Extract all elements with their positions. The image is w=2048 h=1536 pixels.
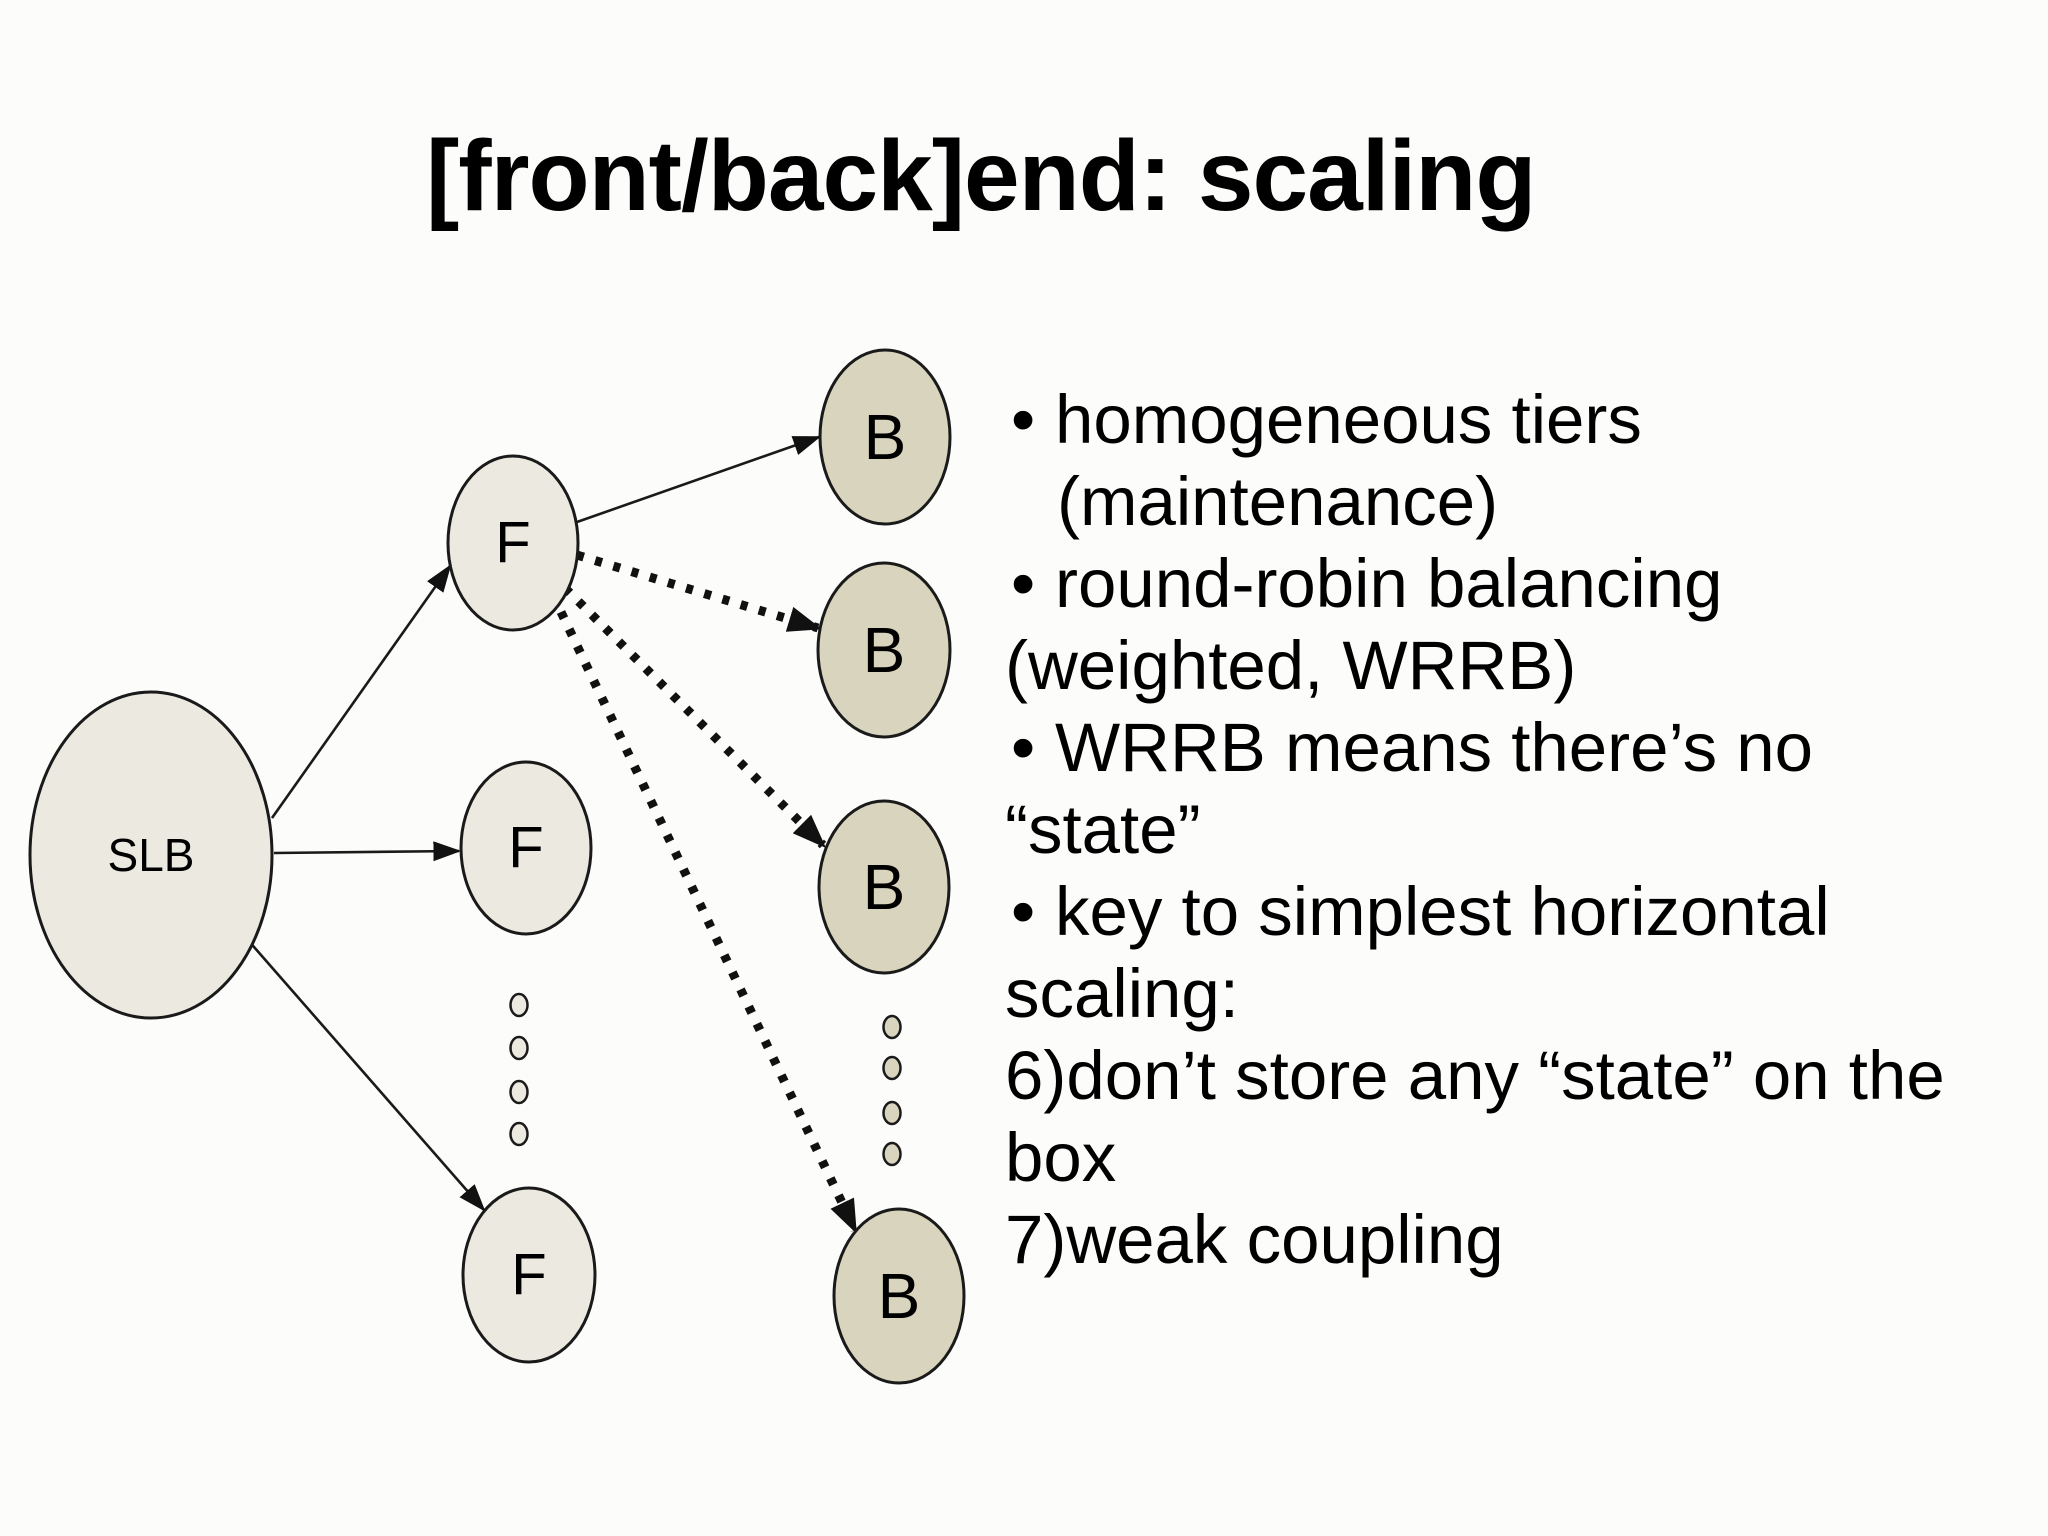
node-f1: F [446, 454, 580, 632]
text-line-9: 6)don’t store any “state” on the [1005, 1035, 2025, 1117]
text-line-1: •homogeneous tiers [1005, 379, 2025, 461]
node-b3: B [817, 799, 951, 975]
node-f3-label: F [511, 1243, 546, 1308]
slide-title: [front/back]end: scaling [426, 120, 1536, 232]
edge-f1-b2 [575, 550, 823, 633]
node-b1-ellipse [818, 348, 952, 526]
node-slb: SLB [28, 690, 274, 1020]
ellipsis-dot-back [882, 1014, 902, 1040]
text-line-content: WRRB means there’s no [1055, 709, 1814, 786]
text-line-2: (maintenance) [1005, 461, 2025, 543]
text-line-content: scaling: [1005, 955, 1239, 1032]
text-line-6: “state” [1005, 789, 2025, 871]
edge-slb-f2 [273, 841, 462, 862]
node-f2-ellipse [459, 760, 593, 936]
text-line-10: box [1005, 1117, 2025, 1199]
text-line-8: scaling: [1005, 953, 2025, 1035]
edge-f1-b3 [561, 584, 827, 849]
text-line-5: •WRRB means there’s no [1005, 707, 2025, 789]
bullet-marker: • [1011, 709, 1036, 786]
node-b3-ellipse [817, 799, 951, 975]
text-line-11: 7)weak coupling [1005, 1199, 2025, 1281]
edges-layer [246, 435, 860, 1234]
node-b4-label: B [878, 1260, 921, 1332]
ellipsis-dot-back [882, 1100, 902, 1126]
text-line-content: (maintenance) [1057, 463, 1499, 540]
node-f2-label: F [508, 816, 543, 881]
edge-f1-b4 [556, 610, 860, 1234]
text-line-3: •round-robin balancing [1005, 543, 2025, 625]
text-line-content: round-robin balancing [1055, 545, 1723, 622]
ellipsis-dot-front [509, 1035, 529, 1061]
node-slb-label: SLB [108, 829, 195, 881]
bullet-marker: • [1011, 381, 1036, 458]
ellipsis-dot-front [509, 1121, 529, 1147]
ellipsis-dot-back [882, 1141, 902, 1167]
nodes-layer: SLB F F F B B B B [28, 348, 966, 1385]
text-line-content: (weighted, WRRB) [1005, 627, 1577, 704]
node-b2-ellipse [816, 561, 952, 739]
node-f1-label: F [495, 511, 530, 576]
text-line-4: (weighted, WRRB) [1005, 625, 2025, 707]
bullet-marker: • [1011, 545, 1036, 622]
ellipsis-dot-back [882, 1055, 902, 1081]
text-line-content: 7)weak coupling [1005, 1201, 1504, 1278]
node-b1-label: B [864, 401, 907, 473]
node-f3: F [461, 1186, 597, 1364]
ellipsis-dots-layer [509, 992, 902, 1167]
bullet-marker: • [1011, 873, 1036, 950]
node-b2: B [816, 561, 952, 739]
edge-f1-b1 [576, 435, 822, 524]
text-line-7: •key to simplest horizontal [1005, 871, 2025, 953]
text-line-content: box [1005, 1119, 1117, 1196]
text-line-content: 6)don’t store any “state” on the [1005, 1037, 1945, 1114]
edge-slb-f3 [246, 938, 486, 1212]
ellipsis-dot-front [509, 992, 529, 1018]
node-b4: B [832, 1207, 966, 1385]
node-f1-ellipse [446, 454, 580, 632]
node-b3-label: B [863, 851, 906, 923]
node-b2-label: B [863, 614, 906, 686]
node-f3-ellipse [461, 1186, 597, 1364]
bullet-list: •homogeneous tiers(maintenance)•round-ro… [1005, 379, 2025, 1281]
text-line-content: key to simplest horizontal [1055, 873, 1830, 950]
node-b4-ellipse [832, 1207, 966, 1385]
edge-slb-f1 [270, 564, 452, 819]
node-f2: F [459, 760, 593, 936]
text-line-content: “state” [1005, 791, 1201, 868]
node-b1: B [818, 348, 952, 526]
node-slb-ellipse [28, 690, 274, 1020]
ellipsis-dot-front [509, 1079, 529, 1105]
text-line-content: homogeneous tiers [1055, 381, 1642, 458]
